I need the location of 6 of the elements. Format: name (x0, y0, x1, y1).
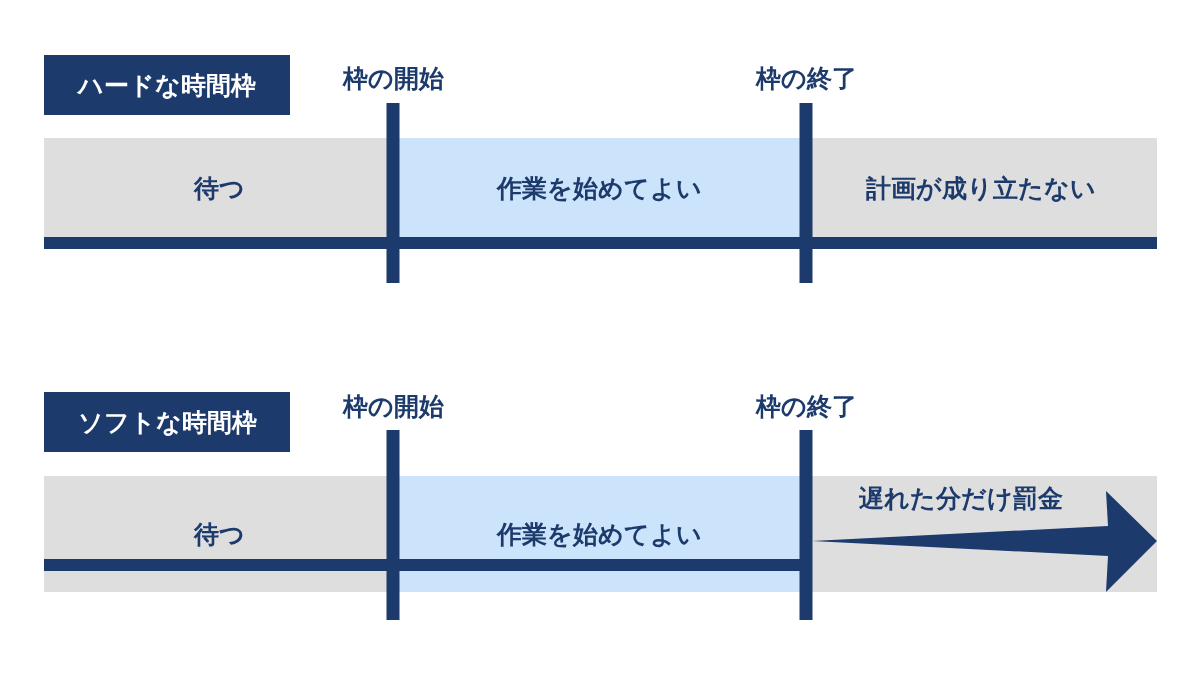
marker-label: 枠の終了 (755, 63, 857, 95)
title-badge: ソフトな時間枠 (44, 392, 290, 452)
marker-label: 枠の開始 (342, 63, 444, 95)
marker-label: 枠の開始 (342, 391, 444, 423)
title-badge: ハードな時間枠 (44, 55, 290, 115)
marker-label: 枠の終了 (755, 391, 857, 423)
